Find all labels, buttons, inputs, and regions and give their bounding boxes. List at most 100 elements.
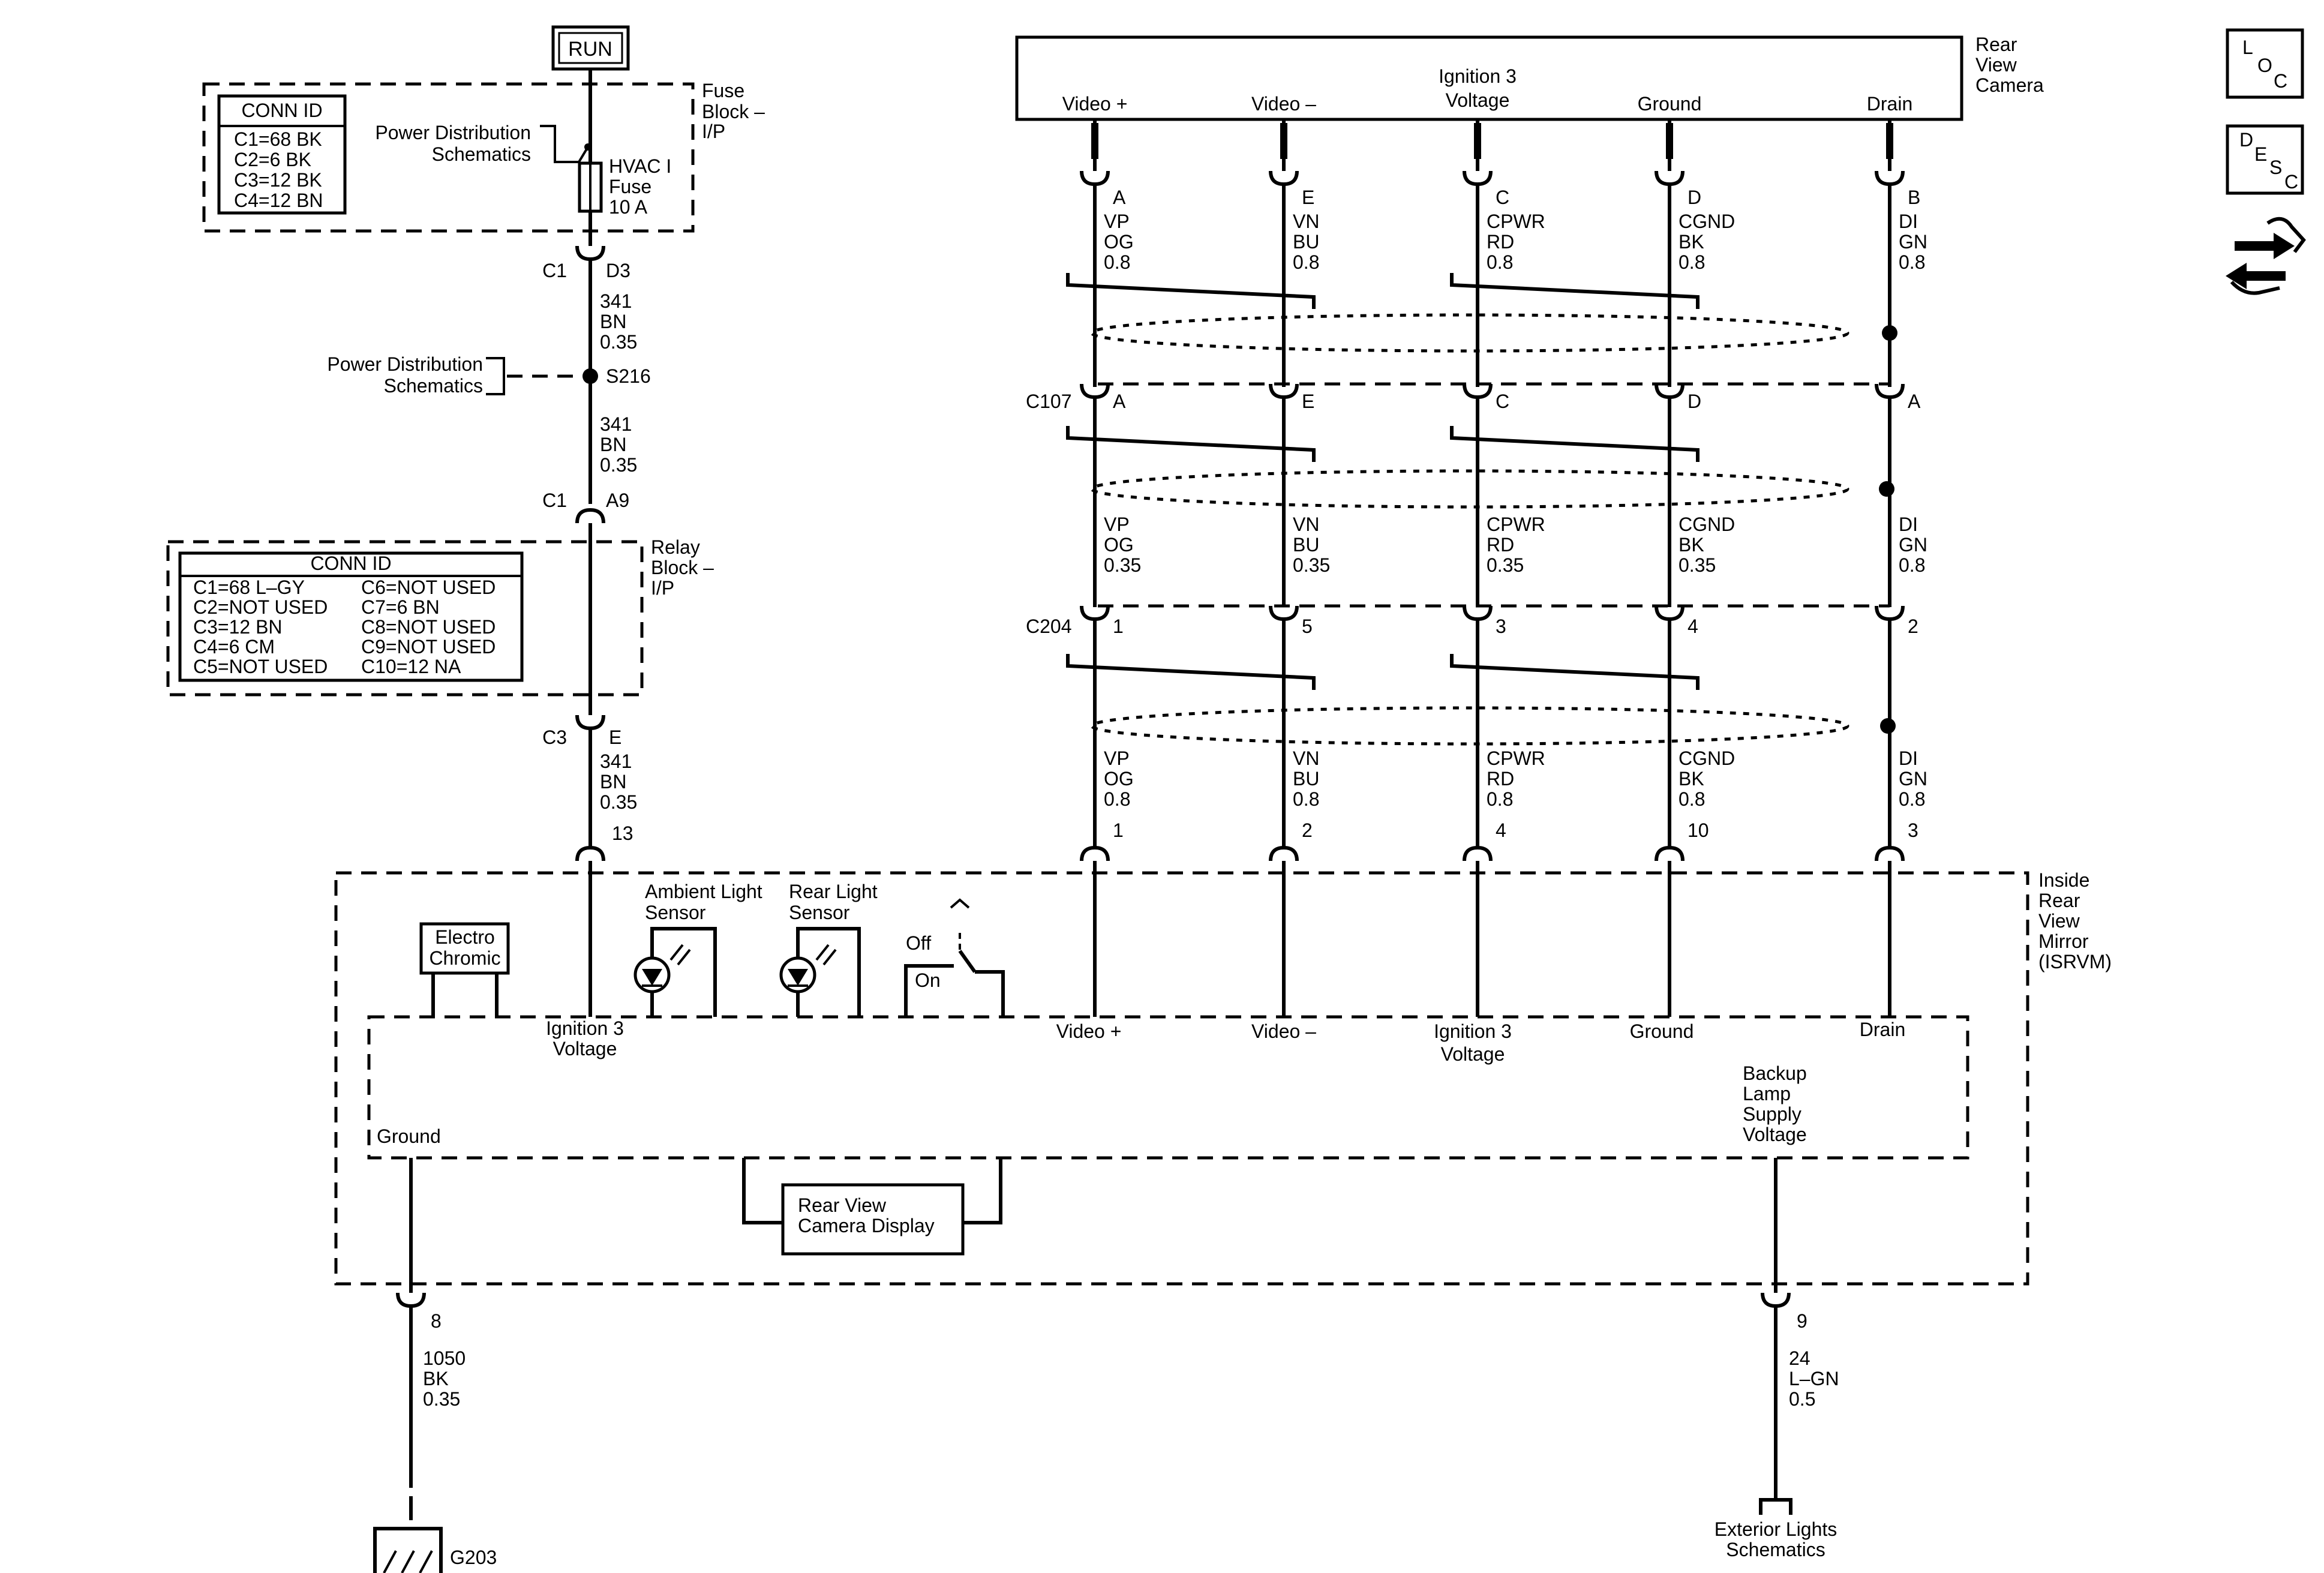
svg-text:Schematics: Schematics	[432, 143, 531, 165]
wire-color-label: OG	[1104, 768, 1134, 789]
wire-gauge-label: 0.8	[1487, 251, 1513, 273]
wire-gauge-label: 0.8	[1899, 788, 1925, 810]
svg-text:Voltage: Voltage	[1446, 89, 1510, 111]
camera-connector-cup	[1463, 170, 1493, 187]
svg-text:Video –: Video –	[1251, 1020, 1316, 1042]
rear-light-sensor: Rear Light Sensor	[779, 881, 878, 1017]
svg-text:C1: C1	[542, 260, 567, 281]
svg-text:Schematics: Schematics	[384, 375, 483, 397]
c107-pin-label: A	[1908, 391, 1921, 412]
svg-text:S216: S216	[606, 365, 651, 387]
svg-text:10 A: 10 A	[609, 196, 648, 218]
wire-341-seg1-label: 341 BN 0.35	[600, 290, 637, 353]
svg-text:Sensor: Sensor	[645, 902, 706, 923]
wire-circuit-label: CGND	[1679, 514, 1735, 535]
wire-gauge-label: 0.8	[1104, 788, 1130, 810]
svg-text:Relay: Relay	[651, 536, 700, 558]
ground-symbol: G203	[373, 1527, 497, 1573]
connector-c204-label: C204	[1026, 616, 1072, 637]
svg-text:Block –: Block –	[702, 101, 765, 122]
svg-text:Supply: Supply	[1743, 1103, 1801, 1125]
svg-text:Mirror: Mirror	[2038, 930, 2089, 952]
svg-text:Electro: Electro	[435, 926, 495, 948]
svg-text:Voltage: Voltage	[1743, 1124, 1807, 1145]
wire-color-label: GN	[1899, 231, 1927, 253]
wire-circuit-label: VN	[1293, 211, 1319, 232]
rear-view-camera-title: Rear View Camera	[1975, 34, 2044, 96]
svg-text:Rear: Rear	[1975, 34, 2017, 55]
mirror-connector-cup	[1269, 845, 1299, 861]
svg-text:Chromic: Chromic	[429, 947, 500, 969]
connector-c1-d3: C1 D3	[542, 245, 630, 281]
backup-lamp-circuit: 9 24 L–GN 0.5	[1759, 1158, 1839, 1515]
svg-text:Ignition 3: Ignition 3	[546, 1017, 624, 1039]
svg-text:Camera Display: Camera Display	[798, 1215, 935, 1236]
mirror-connector-cup	[1463, 845, 1493, 861]
wire-color-label: BU	[1293, 231, 1319, 253]
mirror-outline	[334, 871, 2029, 1286]
svg-text:L: L	[2242, 37, 2253, 58]
run-power-label: RUN	[551, 25, 630, 71]
svg-text:HVAC I: HVAC I	[609, 155, 671, 177]
camera-connector-cup	[1875, 170, 1905, 187]
svg-text:I/P: I/P	[702, 121, 725, 142]
svg-text:E: E	[2254, 143, 2267, 165]
wire-circuit-label: CGND	[1679, 211, 1735, 232]
mirror-ignition-label: Ignition 3 Voltage	[546, 1017, 624, 1059]
wire-circuit-label: VP	[1104, 514, 1130, 535]
svg-text:C4=6 CM: C4=6 CM	[193, 636, 275, 658]
svg-text:BK: BK	[423, 1368, 449, 1389]
ambient-light-sensor: Ambient Light Sensor	[633, 881, 762, 1017]
svg-text:C7=6 BN: C7=6 BN	[361, 596, 440, 618]
wire-gauge-label: 0.8	[1293, 251, 1319, 273]
wire-341-seg3-label: 341 BN 0.35	[600, 751, 637, 813]
wire-color-label: BU	[1293, 534, 1319, 556]
mirror-pin-label: 4	[1496, 819, 1506, 841]
c204-pin-label: 3	[1496, 616, 1506, 637]
svg-text:Camera: Camera	[1975, 74, 2044, 96]
svg-text:Fuse: Fuse	[702, 80, 744, 101]
mirror-connector-cup	[1655, 845, 1685, 861]
svg-text:Rear Light: Rear Light	[789, 881, 878, 902]
wire-color-label: GN	[1899, 534, 1927, 556]
c204-cup	[1269, 605, 1299, 622]
c204-pin-label: 2	[1908, 616, 1918, 637]
relay-block-title: Relay Block – I/P	[651, 536, 714, 599]
svg-text:Ignition 3: Ignition 3	[1434, 1020, 1512, 1042]
c204-cup	[1463, 605, 1493, 622]
wire-circuit-label: CGND	[1679, 748, 1735, 769]
svg-text:CONN ID: CONN ID	[310, 553, 391, 574]
fuse-conn-id-table: CONN ID C1=68 BK C2=6 BK C3=12 BK C4=12 …	[217, 94, 347, 215]
loc-icon[interactable]: L O C	[2226, 28, 2304, 99]
wire-gauge-label: 0.8	[1899, 554, 1925, 576]
svg-text:C3=12 BN: C3=12 BN	[193, 616, 283, 638]
wire-color-label: RD	[1487, 534, 1514, 556]
twisted-pair-markers	[1066, 273, 1700, 690]
splice-s216: S216 Power Distribution Schematics	[327, 353, 650, 397]
wire-341-seg2-label: 341 BN 0.35	[600, 413, 637, 476]
mirror-pin-label: 2	[1302, 819, 1313, 841]
svg-text:S: S	[2269, 157, 2282, 178]
wire-circuit-label: CPWR	[1487, 514, 1545, 535]
camera-pin-label: C	[1496, 187, 1509, 208]
svg-text:C1: C1	[542, 490, 567, 511]
connector-c3-e: C3 E	[542, 715, 621, 748]
camera-connector-cup	[1655, 170, 1685, 187]
svg-text:Ignition 3: Ignition 3	[1439, 65, 1517, 87]
wire-gauge-label: 0.8	[1293, 788, 1319, 810]
svg-text:C: C	[2284, 171, 2298, 193]
svg-text:341: 341	[600, 413, 632, 435]
svg-text:Lamp: Lamp	[1743, 1083, 1791, 1104]
wire-gauge-label: 0.8	[1104, 251, 1130, 273]
svg-text:Backup: Backup	[1743, 1062, 1807, 1084]
svg-text:Rear: Rear	[2038, 890, 2080, 911]
double-arrow-hand-icon[interactable]	[2226, 217, 2306, 295]
mirror-pin-label: 3	[1908, 819, 1918, 841]
desc-icon[interactable]: D E S C	[2226, 124, 2304, 195]
c107-pin-label: A	[1113, 391, 1126, 412]
svg-text:Drain: Drain	[1867, 93, 1912, 115]
fuse-power-distribution-ref: Power Distribution Schematics	[375, 122, 591, 165]
svg-text:C4=12 BN: C4=12 BN	[234, 190, 323, 211]
svg-text:341: 341	[600, 751, 632, 772]
wire-gauge-label: 0.8	[1679, 251, 1705, 273]
